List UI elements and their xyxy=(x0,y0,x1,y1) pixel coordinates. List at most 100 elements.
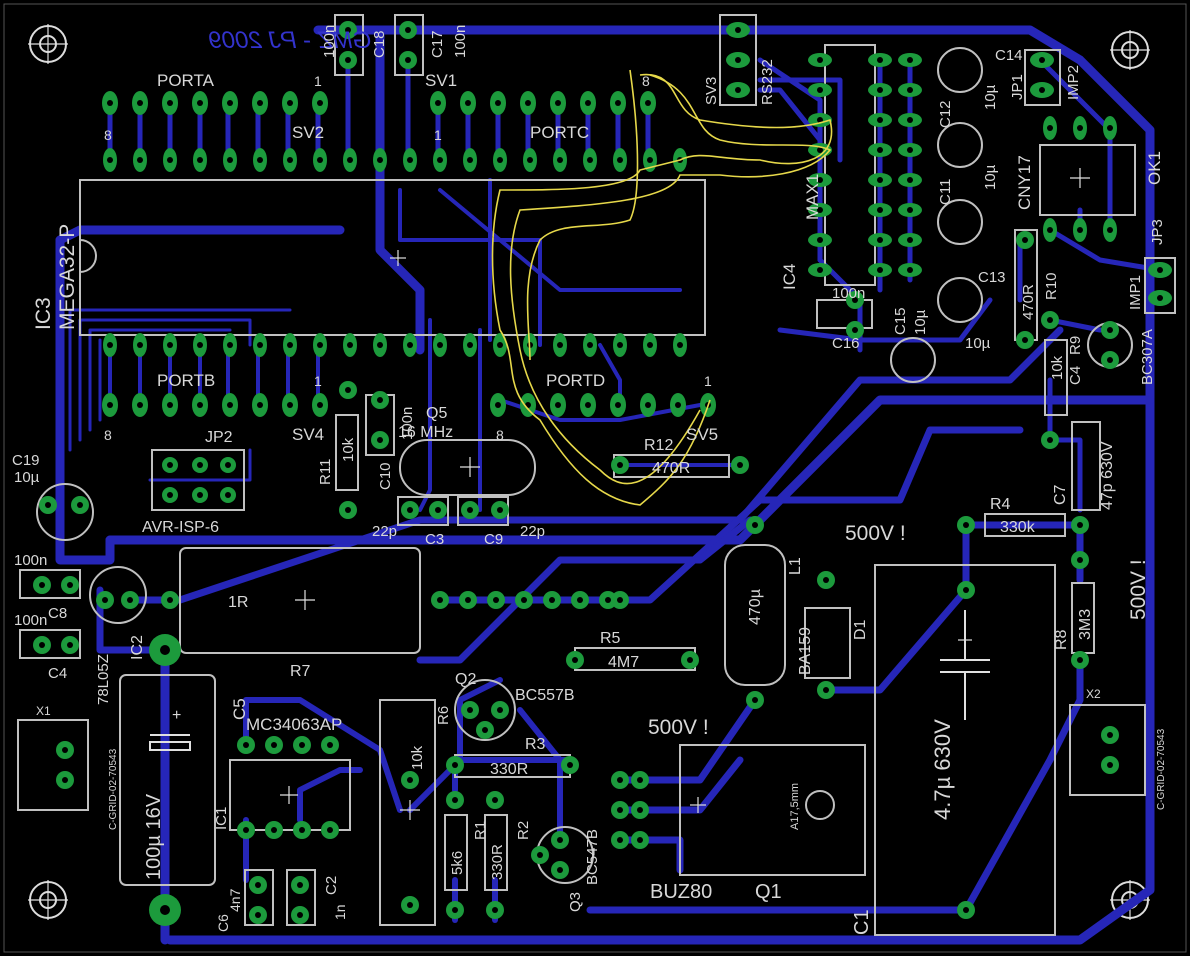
label-c2v: 1n xyxy=(332,904,348,920)
label-r12: R12 xyxy=(644,437,673,454)
pad-hole xyxy=(1107,732,1113,738)
label-r11v: 10k xyxy=(340,437,357,462)
label-r7: R7 xyxy=(290,663,311,680)
pad-hole xyxy=(877,87,883,93)
pad-hole xyxy=(102,597,108,603)
pad-hole xyxy=(197,342,203,348)
pad-hole xyxy=(877,57,883,63)
pad-hole xyxy=(495,100,501,106)
pad-hole xyxy=(557,867,563,873)
pad-hole xyxy=(852,297,858,303)
pad-hole xyxy=(1077,657,1083,663)
label-ic2: IC2 xyxy=(129,635,146,660)
ground-pads xyxy=(149,634,181,926)
pad-hole xyxy=(615,100,621,106)
label-c6v: 4n7 xyxy=(227,888,243,912)
pad-hole xyxy=(637,837,643,843)
pad-hole xyxy=(77,502,83,508)
label-c1: C1 xyxy=(851,909,873,935)
pad-hole xyxy=(677,342,683,348)
pad-hole xyxy=(107,100,113,106)
pad-hole xyxy=(852,327,858,333)
pad-hole xyxy=(435,507,441,513)
pad-hole xyxy=(497,707,503,713)
pad-hole xyxy=(617,157,623,163)
pad-hole xyxy=(617,342,623,348)
svg-text:8: 8 xyxy=(642,73,650,89)
pad-hole xyxy=(62,777,68,783)
pad-hole xyxy=(467,707,473,713)
label-c18v: 100n xyxy=(321,25,338,58)
label-r9: R9 xyxy=(1067,336,1084,355)
pad-hole xyxy=(243,827,249,833)
pad-hole xyxy=(617,597,623,603)
label-c19: C19 xyxy=(12,452,40,469)
label-rs232: RS232 xyxy=(759,59,776,105)
label-c9v: 22p xyxy=(520,523,545,540)
pad-hole xyxy=(271,827,277,833)
pad-hole xyxy=(1157,267,1163,273)
q1-outline xyxy=(679,744,866,876)
label-c9: C9 xyxy=(484,531,503,548)
pad-hole xyxy=(107,342,113,348)
label-x2: X2 xyxy=(1086,687,1101,701)
pad-hole xyxy=(555,100,561,106)
label-c10: C10 xyxy=(377,462,394,490)
pin-numbers: 81 81 18 18 xyxy=(104,73,712,443)
pad-hole xyxy=(817,177,823,183)
pad-hole xyxy=(963,907,969,913)
pad-hole xyxy=(877,207,883,213)
pad-hole xyxy=(45,502,51,508)
pad-hole xyxy=(557,342,563,348)
label-ic1: IC1 xyxy=(213,807,230,830)
pad-hole xyxy=(497,342,503,348)
pad-hole xyxy=(405,57,411,63)
pad-hole xyxy=(907,267,913,273)
label-c16v: 100n xyxy=(832,285,865,302)
pad-hole xyxy=(1047,317,1053,323)
pad-hole xyxy=(1047,437,1053,443)
label-q3: Q3 xyxy=(567,892,584,912)
pad-hole xyxy=(1107,357,1113,363)
label-r9v: 10k xyxy=(1049,355,1066,380)
pad-hole xyxy=(377,437,383,443)
label-q2v: BC557B xyxy=(515,687,575,704)
pad-hole xyxy=(407,342,413,348)
pad-hole xyxy=(437,342,443,348)
label-r5v: 4M7 xyxy=(608,654,639,671)
label-avr: AVR-ISP-6 xyxy=(142,519,219,536)
pad-hole xyxy=(62,747,68,753)
pad-hole xyxy=(377,157,383,163)
pad-hole xyxy=(737,462,743,468)
label-r8: R8 xyxy=(1053,629,1070,650)
pad-hole xyxy=(537,852,543,858)
pad-hole xyxy=(197,100,203,106)
label-r4: R4 xyxy=(990,496,1011,513)
ic1-outline xyxy=(229,759,351,831)
pad-hole xyxy=(493,597,499,603)
pad-hole xyxy=(605,597,611,603)
avr-isp-outline xyxy=(151,449,245,511)
label-c8: C8 xyxy=(48,605,67,622)
pad-hole xyxy=(227,157,233,163)
pad-hole xyxy=(823,687,829,693)
pad-hole xyxy=(167,492,173,498)
pad-hole xyxy=(407,507,413,513)
label-sv3: SV3 xyxy=(703,77,720,105)
pad-hole xyxy=(287,402,293,408)
pad-hole xyxy=(752,697,758,703)
pad-hole xyxy=(877,147,883,153)
pad-hole xyxy=(327,827,333,833)
pad-hole xyxy=(963,522,969,528)
pad-hole xyxy=(877,267,883,273)
label-r3v: 330R xyxy=(490,761,528,778)
label-l1: L1 xyxy=(787,557,804,575)
svg-text:1: 1 xyxy=(314,373,322,389)
label-c3v: 22p xyxy=(372,523,397,540)
label-c12: C12 xyxy=(937,100,954,128)
label-c5: C5 xyxy=(230,698,249,720)
label-r3: R3 xyxy=(525,736,546,753)
pad-hole xyxy=(617,777,623,783)
pad-hole xyxy=(585,100,591,106)
svg-text:8: 8 xyxy=(104,427,112,443)
